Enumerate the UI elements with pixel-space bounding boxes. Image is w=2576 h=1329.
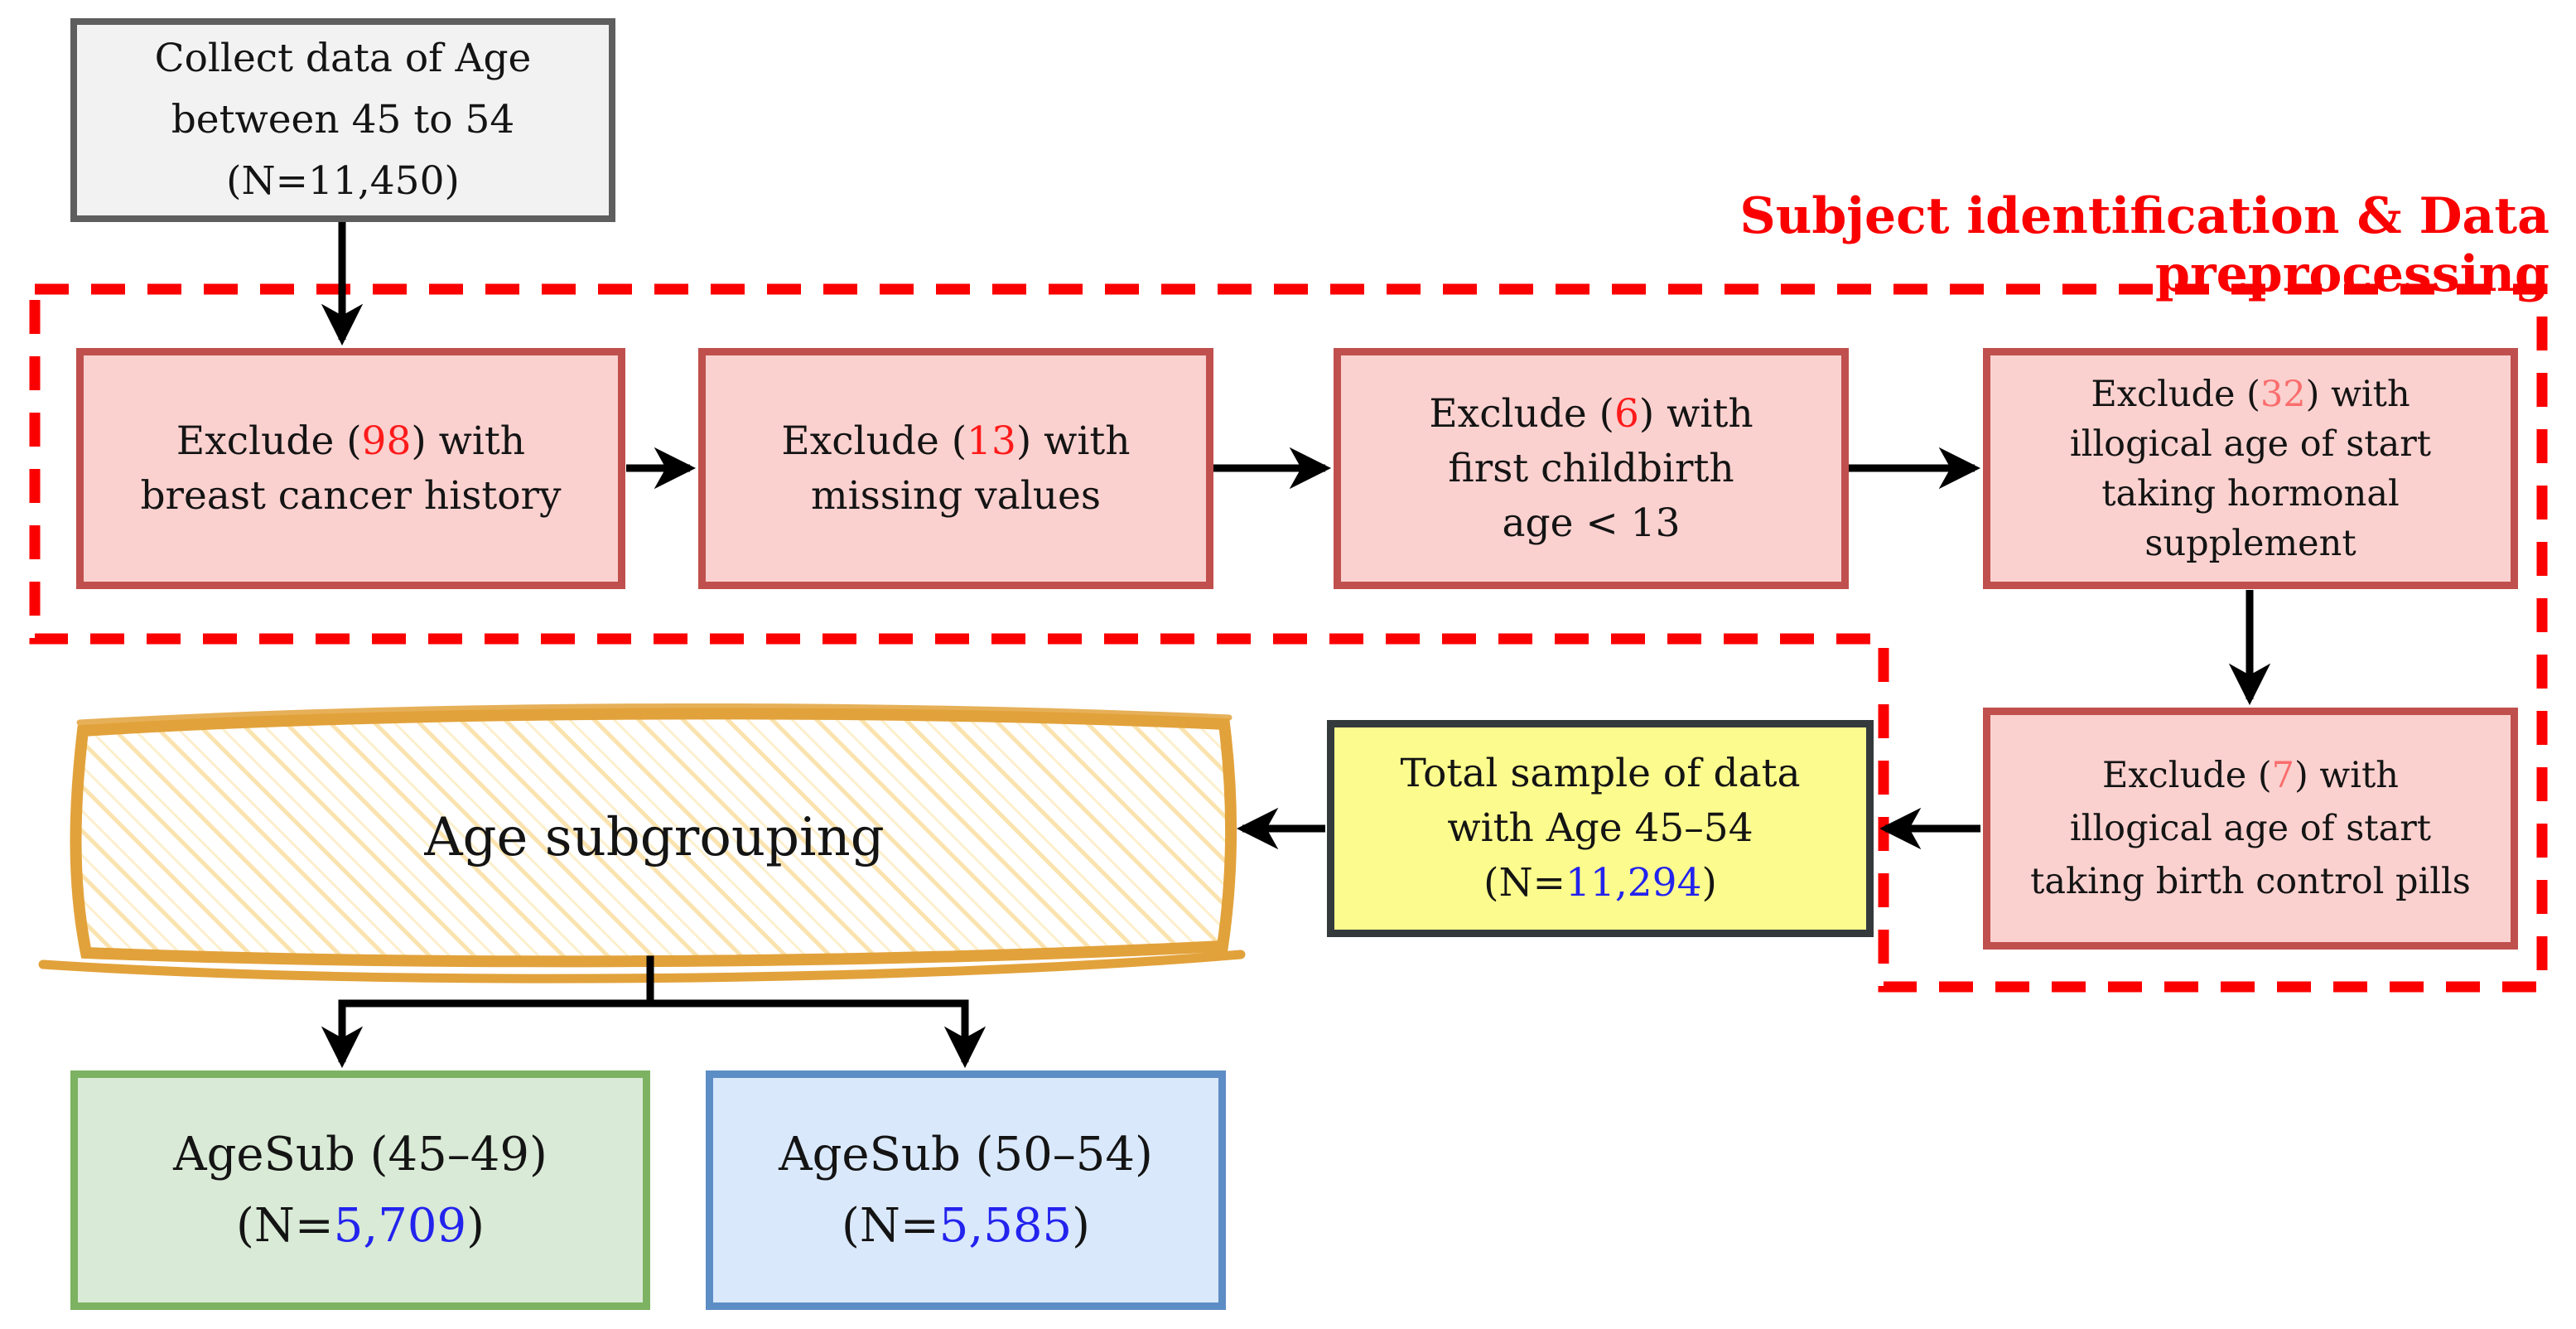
collect-line-2: between 45 to 54	[171, 97, 515, 143]
age-subgrouping-label: Age subgrouping	[424, 807, 885, 868]
agesub-count: 5,585	[938, 1198, 1073, 1253]
age-subgrouping-shape	[38, 703, 1246, 983]
agesub-line-2: (N=5,709)	[236, 1198, 485, 1253]
collect-line-3: (N=11,450)	[226, 158, 460, 204]
exclude-line: taking birth control pills	[2030, 861, 2471, 902]
preprocessing-dashed-outline	[29, 283, 2548, 993]
exclude-line: age < 13	[1502, 500, 1681, 546]
exclude-line: breast cancer history	[140, 472, 562, 519]
exclude-line: taking hormonal	[2101, 472, 2400, 515]
exclude-count: 6	[1614, 390, 1639, 437]
agesub-line-2: (N=5,585)	[842, 1198, 1090, 1253]
exclude-line: first childbirth	[1448, 445, 1734, 491]
exclude-line: Exclude (32) with	[2091, 373, 2410, 415]
exclude-count: 98	[361, 418, 412, 464]
exclude-count: 7	[2271, 755, 2294, 796]
agesub-line-1: AgeSub (50–54)	[779, 1127, 1153, 1182]
agesub-line-1: AgeSub (45–49)	[173, 1127, 548, 1182]
exclude-line: Exclude (98) with	[176, 418, 526, 464]
flow-arrows	[321, 222, 2271, 1069]
exclude-childbirth-age-box: Exclude (6) with first childbirth age < …	[1334, 348, 1849, 589]
agesub-50-54-box: AgeSub (50–54) (N=5,585)	[706, 1070, 1226, 1310]
exclude-line: Exclude (7) with	[2102, 755, 2399, 796]
exclude-count: 13	[967, 418, 1016, 464]
exclude-breast-cancer-box: Exclude (98) with breast cancer history	[76, 348, 625, 589]
section-title-preprocessing: Subject identification & Data preprocess…	[1739, 187, 2549, 303]
exclude-count: 32	[2260, 373, 2306, 415]
sketch-bottom-swoosh	[38, 950, 1246, 983]
exclude-hormonal-supplement-box: Exclude (32) with illogical age of start…	[1983, 348, 2518, 589]
total-sample-box: Total sample of data with Age 45–54 (N=1…	[1327, 720, 1874, 937]
exclude-line: supplement	[2144, 522, 2357, 564]
exclude-line: illogical age of start	[2069, 423, 2432, 465]
agesub-45-49-box: AgeSub (45–49) (N=5,709)	[70, 1070, 650, 1310]
total-count: 11,294	[1565, 860, 1702, 906]
total-line-3: (N=11,294)	[1483, 860, 1717, 906]
exclude-line: illogical age of start	[2069, 808, 2432, 849]
exclude-line: Exclude (6) with	[1429, 390, 1754, 437]
exclude-line: Exclude (13) with	[781, 418, 1131, 464]
total-line-2: with Age 45–54	[1447, 805, 1754, 851]
exclude-missing-values-box: Exclude (13) with missing values	[698, 348, 1213, 589]
collect-line-1: Collect data of Age	[154, 36, 532, 81]
collect-data-box: Collect data of Age between 45 to 54 (N=…	[70, 18, 615, 222]
exclude-birth-control-box: Exclude (7) with illogical age of start …	[1983, 708, 2518, 950]
agesub-count: 5,709	[333, 1198, 467, 1253]
exclude-line: missing values	[811, 472, 1101, 519]
sketch-top-swoosh	[76, 703, 1233, 726]
total-line-1: Total sample of data	[1400, 751, 1801, 796]
